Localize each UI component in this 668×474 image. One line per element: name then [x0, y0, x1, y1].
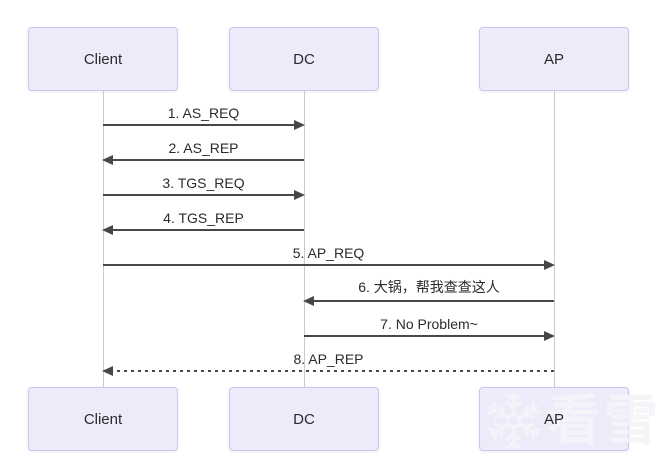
message-6-check-person: 6. 大锅，帮我查查这人	[303, 279, 554, 306]
message-5-ap-req: 5. AP_REQ	[103, 245, 555, 270]
message-label: 1. AS_REQ	[167, 105, 240, 121]
lifeline-ap	[554, 91, 555, 387]
message-line	[311, 300, 554, 302]
message-line	[304, 335, 547, 337]
arrowhead-right-icon	[294, 190, 305, 200]
lifeline-client	[103, 91, 104, 387]
arrowhead-right-icon	[294, 120, 305, 130]
arrowhead-right-icon	[544, 331, 555, 341]
actor-label-ap: AP	[543, 50, 564, 68]
message-3-tgs-req: 3. TGS_REQ	[103, 175, 305, 200]
message-label: 6. 大锅，帮我查查这人	[358, 279, 500, 295]
actor-box-dc-bottom: DC	[229, 387, 379, 451]
actor-label-ap: AP	[543, 410, 564, 428]
actor-box-dc-top: DC	[229, 27, 379, 91]
message-1-as-req: 1. AS_REQ	[103, 105, 305, 130]
actor-label-client: Client	[83, 410, 123, 428]
actor-box-ap-top: AP	[479, 27, 629, 91]
actor-box-ap-bottom: AP	[479, 387, 629, 451]
message-label: 4. TGS_REP	[163, 210, 244, 226]
message-line	[110, 159, 304, 161]
actor-label-client: Client	[83, 50, 123, 68]
message-8-ap-rep: 8. AP_REP	[102, 351, 554, 376]
message-line	[103, 264, 547, 266]
message-line	[103, 194, 297, 196]
message-label: 8. AP_REP	[293, 351, 364, 367]
message-line	[103, 124, 297, 126]
message-line	[110, 229, 304, 231]
arrowhead-right-icon	[544, 260, 555, 270]
message-4-tgs-rep: 4. TGS_REP	[102, 210, 304, 235]
message-2-as-rep: 2. AS_REP	[102, 140, 304, 165]
actor-label-dc: DC	[293, 50, 315, 68]
message-line-dashed	[110, 370, 554, 372]
actor-box-client-top: Client	[28, 27, 178, 91]
actor-label-dc: DC	[293, 410, 315, 428]
arrowhead-left-icon	[102, 366, 113, 376]
message-label: 5. AP_REQ	[292, 245, 365, 261]
actor-box-client-bottom: Client	[28, 387, 178, 451]
lifeline-dc	[304, 91, 305, 387]
message-label: 3. TGS_REQ	[162, 175, 245, 191]
message-7-no-problem: 7. No Problem~	[304, 316, 555, 341]
message-label: 7. No Problem~	[380, 316, 478, 332]
message-label: 2. AS_REP	[168, 140, 239, 156]
arrowhead-left-icon	[102, 225, 113, 235]
arrowhead-left-icon	[303, 296, 314, 306]
arrowhead-left-icon	[102, 155, 113, 165]
